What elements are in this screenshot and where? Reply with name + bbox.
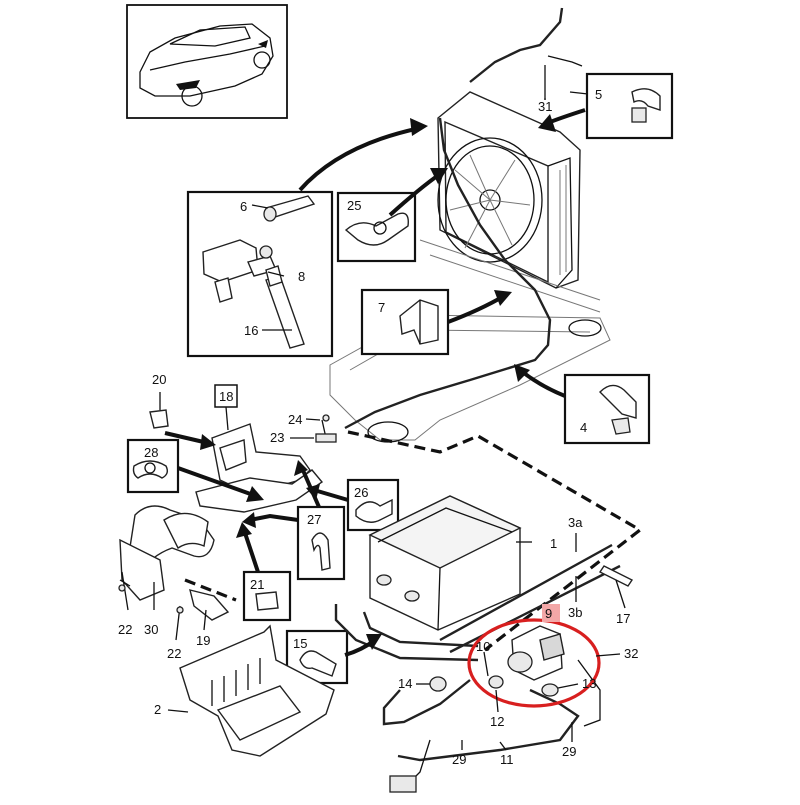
callout-17: 17 <box>616 611 630 626</box>
radiator-fan-assembly <box>437 91 581 289</box>
pipes-3a-3b <box>439 543 634 654</box>
floor-pan-outline <box>329 239 611 443</box>
callout-box-6-8-16 <box>186 190 334 358</box>
callout-2: 2 <box>154 702 161 717</box>
hoses-canister-valve <box>334 604 601 793</box>
highlight-ring <box>467 618 601 708</box>
callout-21: 21 <box>250 577 264 592</box>
callout-box-7 <box>360 288 450 356</box>
callout-11: 11 <box>500 752 514 767</box>
dashed-boundary-left <box>184 578 237 602</box>
callout-23: 23 <box>270 430 284 445</box>
callout-3a: 3a <box>568 515 583 530</box>
callout-15: 15 <box>293 636 307 651</box>
callout-22a: 22 <box>118 622 132 637</box>
callout-20: 20 <box>152 372 166 387</box>
callout-32: 32 <box>624 646 638 661</box>
callout-box-21 <box>242 570 292 622</box>
evap-canister-1 <box>368 495 522 631</box>
callout-10: 10 <box>476 639 490 654</box>
pointer-arrows <box>164 108 586 657</box>
callout-8: 8 <box>298 269 305 284</box>
callout-27: 27 <box>307 512 321 527</box>
callout-box-28 <box>126 438 180 494</box>
callout-12: 12 <box>490 714 504 729</box>
callout-3b: 3b <box>568 605 582 620</box>
callout-29a: 29 <box>452 752 466 767</box>
callout-box-4 <box>563 373 651 445</box>
callout-26: 26 <box>354 485 368 500</box>
callout-19: 19 <box>196 633 210 648</box>
purge-valve-9 <box>429 625 565 697</box>
callout-18: 18 <box>219 389 233 404</box>
callout-labels: 31 5 6 8 16 25 7 20 18 24 23 4 28 26 27 … <box>118 87 638 767</box>
callout-6: 6 <box>240 199 247 214</box>
leader-lines <box>118 91 626 751</box>
hose-31 <box>344 7 583 430</box>
callout-13: 13 <box>582 676 596 691</box>
callout-24: 24 <box>288 412 302 427</box>
callout-25: 25 <box>347 198 361 213</box>
bracket-2 <box>179 624 335 757</box>
callout-31: 31 <box>538 99 552 114</box>
callout-box-27 <box>296 505 346 581</box>
callout-box-5 <box>585 72 674 140</box>
callout-7: 7 <box>378 300 385 315</box>
callout-4: 4 <box>580 420 587 435</box>
callout-box-26 <box>346 478 400 532</box>
callout-28: 28 <box>144 445 158 460</box>
callout-1: 1 <box>550 536 557 551</box>
highlight-label-bg <box>542 604 560 622</box>
callout-14: 14 <box>398 676 412 691</box>
callout-22b: 22 <box>167 646 181 661</box>
callout-30: 30 <box>144 622 158 637</box>
callout-29b: 29 <box>562 744 576 759</box>
callout-5: 5 <box>595 87 602 102</box>
car-thumbnail <box>126 4 288 119</box>
callout-9: 9 <box>545 606 552 621</box>
callout-16: 16 <box>244 323 258 338</box>
